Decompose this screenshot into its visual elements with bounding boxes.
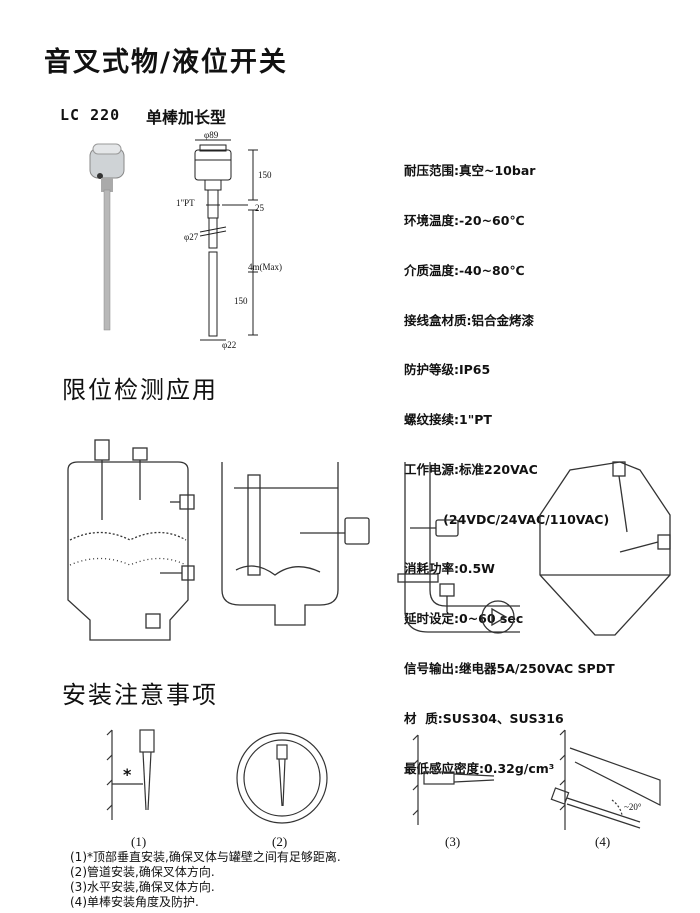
spec-item: 耐压范围:真空~10bar: [404, 163, 536, 179]
spec-item: 信号输出:继电器5A/250VAC SPDT: [404, 661, 615, 676]
dim-length-max: 4m(Max): [248, 262, 282, 272]
install-notes: (1)*顶部垂直安装,确保叉体与罐壁之间有足够距离. (2)管道安装,确保叉体方…: [70, 850, 341, 910]
spec-item: 延时设定:0~60 sec: [404, 611, 524, 627]
page-title: 音叉式物/液位开关: [44, 47, 288, 78]
tank-diagram-1: [67, 439, 195, 641]
model-code: LC 220: [60, 106, 121, 124]
dim-25: 25: [255, 203, 264, 213]
distance-mark: *: [123, 765, 132, 784]
install-diagram-2: [236, 732, 328, 824]
spec-item: (24VDC/24VAC/110VAC): [404, 511, 610, 527]
spec-item: 材 质:SUS304、SUS316: [404, 710, 564, 726]
install-diagram-4: [550, 729, 661, 830]
angle-label: ~20°: [624, 802, 642, 812]
note-item: (1)*顶部垂直安装,确保叉体与罐壁之间有足够距离.: [70, 850, 341, 864]
install-diagram-1: [106, 729, 155, 820]
note-item: (2)管道安装,确保叉体方向.: [70, 865, 215, 879]
model-name: 单棒加长型: [146, 108, 227, 127]
dim-27: φ27: [184, 232, 199, 242]
note-item: (4)单棒安装角度及防护.: [70, 895, 199, 909]
note-item: (3)水平安装,确保叉体方向.: [70, 880, 215, 894]
product-photo: [89, 143, 125, 331]
dim-150-top: 150: [258, 170, 272, 180]
dim-22: φ22: [222, 340, 237, 350]
spec-item: 介质温度:-40~80℃: [404, 262, 525, 278]
section-application-title: 限位检测应用: [62, 376, 218, 404]
section-install-title: 安装注意事项: [62, 681, 218, 709]
caption-2: (2): [272, 834, 288, 849]
spec-item: 接线盒材质:铝合金烤漆: [404, 312, 534, 328]
caption-1: (1): [131, 834, 147, 849]
pipe-diagram-3: [397, 462, 520, 634]
dim-150-bottom: 150: [234, 296, 248, 306]
technical-drawing: [194, 139, 258, 341]
tank-diagram-2: [221, 462, 370, 626]
dim-thread: 1"PT: [176, 198, 195, 208]
spec-item: 工作电源:标准220VAC: [404, 461, 538, 477]
spec-item: 防护等级:IP65: [404, 362, 491, 378]
caption-3: (3): [445, 834, 461, 849]
spec-item: 消耗功率:0.5W: [404, 561, 495, 577]
spec-item: 环境温度:-20~60℃: [404, 212, 525, 228]
install-diagram-3: [412, 734, 495, 825]
caption-4: (4): [595, 834, 611, 849]
dim-top-width: φ89: [204, 130, 219, 140]
silo-diagram-4: [539, 461, 671, 636]
spec-item: 螺纹接续:1"PT: [404, 412, 492, 428]
